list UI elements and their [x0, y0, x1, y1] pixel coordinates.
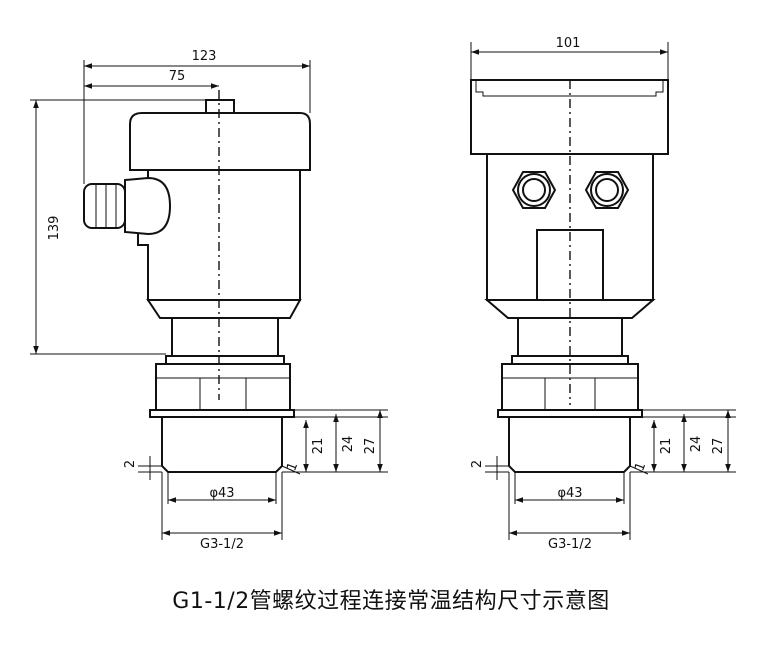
dim-thread-27: 27	[363, 438, 378, 455]
dim-chamfer: 2	[123, 460, 138, 468]
dim-thread-24: 24	[341, 436, 356, 453]
side-view: 123 75 139 21 24 27 2 1 φ43	[30, 49, 388, 552]
dim-overall-width: 123	[192, 49, 217, 64]
side-view-cable-gland	[83, 176, 172, 236]
side-view-hex-nut	[149, 363, 295, 418]
dim-thread-27-front: 27	[711, 438, 726, 455]
dim-thread-21-front: 21	[659, 438, 674, 455]
front-view-hex-nut	[497, 363, 643, 418]
dim-thread-spec-front: G3-1/2	[548, 537, 592, 552]
front-view-thread	[508, 416, 631, 473]
front-view: 101 21 24 27 2 1 φ43 G3-1/2	[470, 36, 736, 552]
dim-angle-front: 1	[632, 460, 649, 473]
dim-diameter: φ43	[209, 486, 234, 501]
front-view-cable-gland-left	[511, 171, 557, 209]
side-view-taper	[146, 299, 302, 319]
front-view-neck	[517, 317, 623, 357]
dim-height: 139	[47, 216, 62, 241]
dim-angle: 1	[284, 460, 301, 473]
diagram-caption: G1-1/2管螺纹过程连接常温结构尺寸示意图	[172, 589, 610, 614]
dim-diameter-front: φ43	[557, 486, 582, 501]
front-view-cable-gland-right	[584, 171, 630, 209]
side-view-neck	[171, 317, 279, 357]
dim-center-offset: 75	[169, 69, 186, 84]
dim-overall-width-front: 101	[556, 36, 581, 51]
side-view-cap	[129, 112, 311, 171]
dim-thread-24-front: 24	[689, 436, 704, 453]
side-view-cap-tab	[205, 99, 235, 114]
side-view-thread	[161, 416, 283, 473]
dim-thread-spec: G3-1/2	[200, 537, 244, 552]
dim-chamfer-front: 2	[470, 460, 485, 468]
dim-thread-21: 21	[311, 438, 326, 455]
